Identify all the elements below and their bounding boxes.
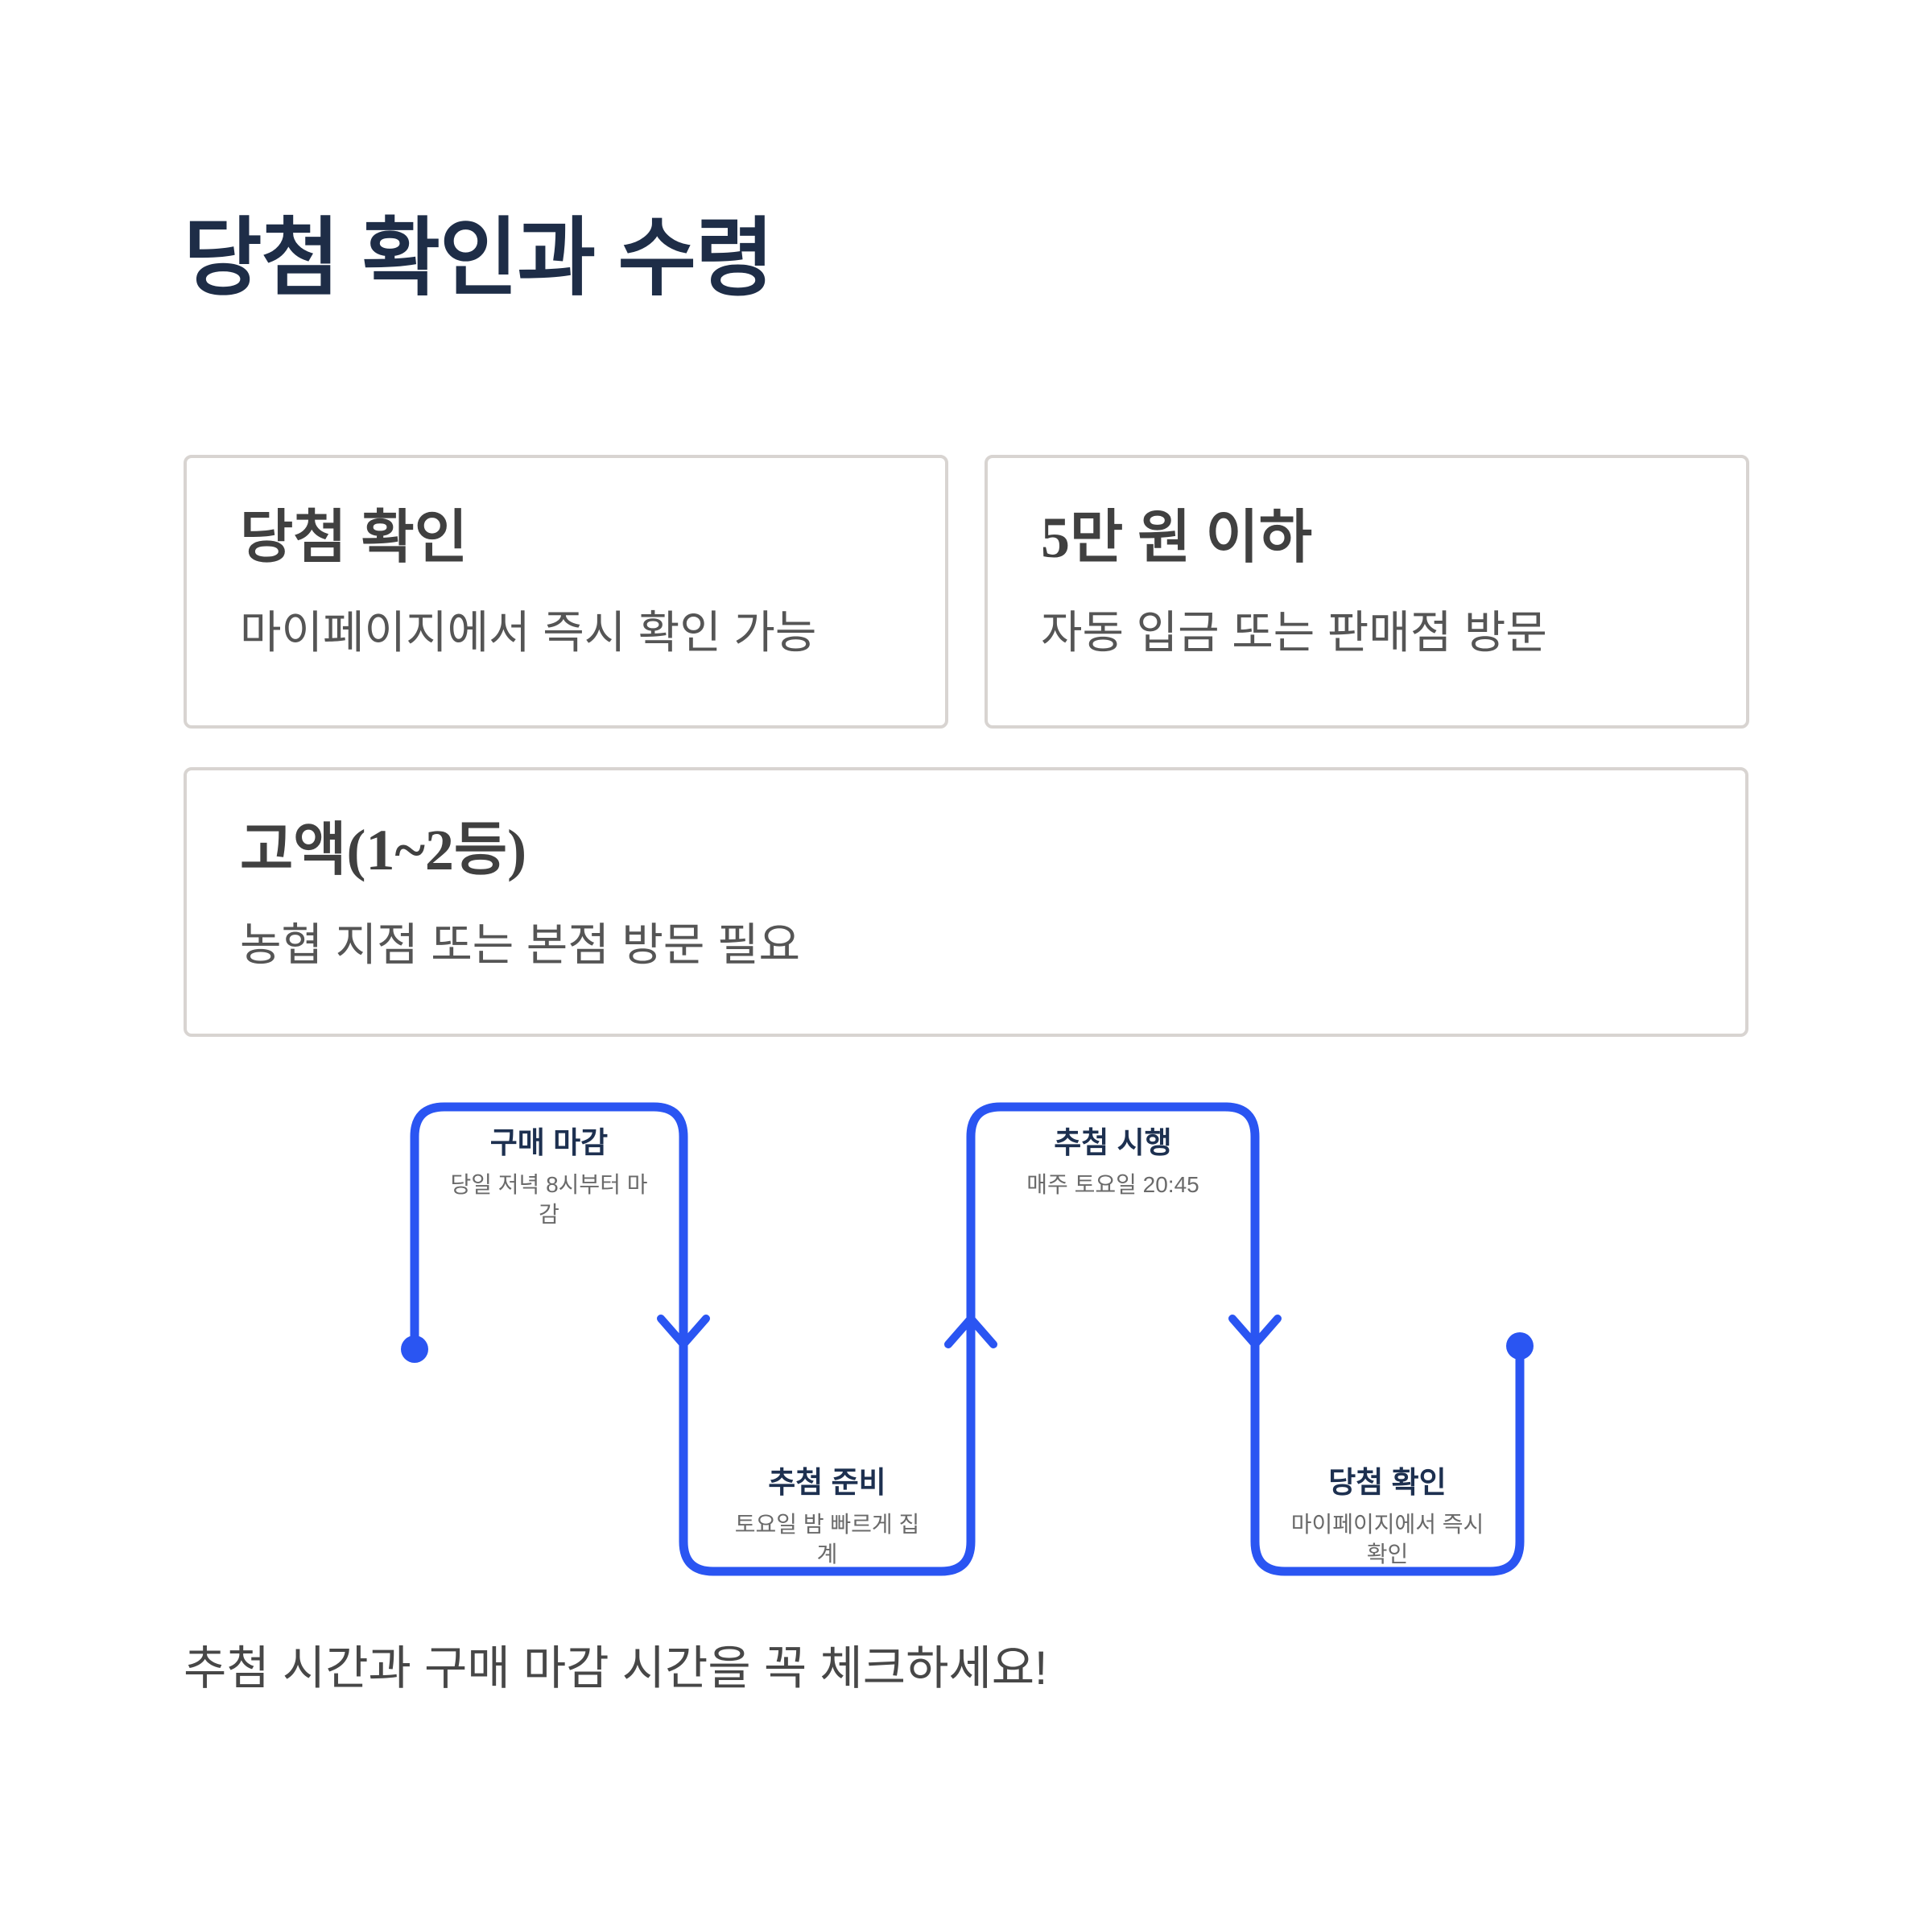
card-under-50k: 5만 원 이하 자동 입금 또는 판매점 방문 [985, 455, 1749, 729]
card-title: 5만 원 이하 [1041, 506, 1312, 570]
step-title: 추첨 시행 [1054, 1126, 1172, 1159]
flow-step-win-check: 당첨 확인 마이페이지에서 즉시 확인 [1255, 1465, 1520, 1569]
step-title: 구매 마감 [489, 1126, 609, 1159]
flow-step-purchase-deadline: 구매 마감 당일 저녁 8시부터 마 감 [415, 1125, 683, 1229]
flow-step-draw-run: 추첨 시행 매주 토요일 20:45 [971, 1125, 1255, 1200]
step-subtitle: 마이페이지에서 즉시 확인 [1290, 1512, 1484, 1567]
flow-end-dot [1506, 1332, 1534, 1360]
card-description: 자동 입금 또는 판매점 방문 [1041, 606, 1547, 658]
flow-start-dot [401, 1335, 428, 1363]
card-win-check: 당첨 확인 마이페이지에서 즉시 확인 가능 [184, 455, 948, 729]
arrow-down-icon [1228, 1315, 1282, 1348]
page-note: 추첨 시간과 구매 마감 시간을 꼭 체크하세요! [184, 1642, 1048, 1695]
card-description: 마이페이지에서 즉시 확인 가능 [240, 606, 817, 658]
arrow-up-icon [944, 1315, 997, 1348]
flow-step-draw-prep: 추첨 준비 토요일 밤 빠르게 집 계 [683, 1465, 971, 1569]
step-subtitle: 매주 토요일 20:45 [1026, 1172, 1199, 1198]
page-title: 당첨 확인과 수령 [184, 211, 774, 306]
card-description: 농협 지점 또는 본점 방문 필요 [240, 919, 801, 970]
card-title: 당첨 확인 [240, 506, 468, 570]
card-title: 고액(1~2등) [240, 818, 527, 882]
arrow-down-icon [657, 1315, 710, 1348]
step-title: 추첨 준비 [768, 1466, 886, 1499]
card-high-prize: 고액(1~2등) 농협 지점 또는 본점 방문 필요 [184, 767, 1748, 1037]
step-subtitle: 당일 저녁 8시부터 마 감 [450, 1172, 648, 1227]
step-subtitle: 토요일 밤 빠르게 집 계 [734, 1512, 920, 1567]
step-title: 당첨 확인 [1328, 1466, 1447, 1499]
